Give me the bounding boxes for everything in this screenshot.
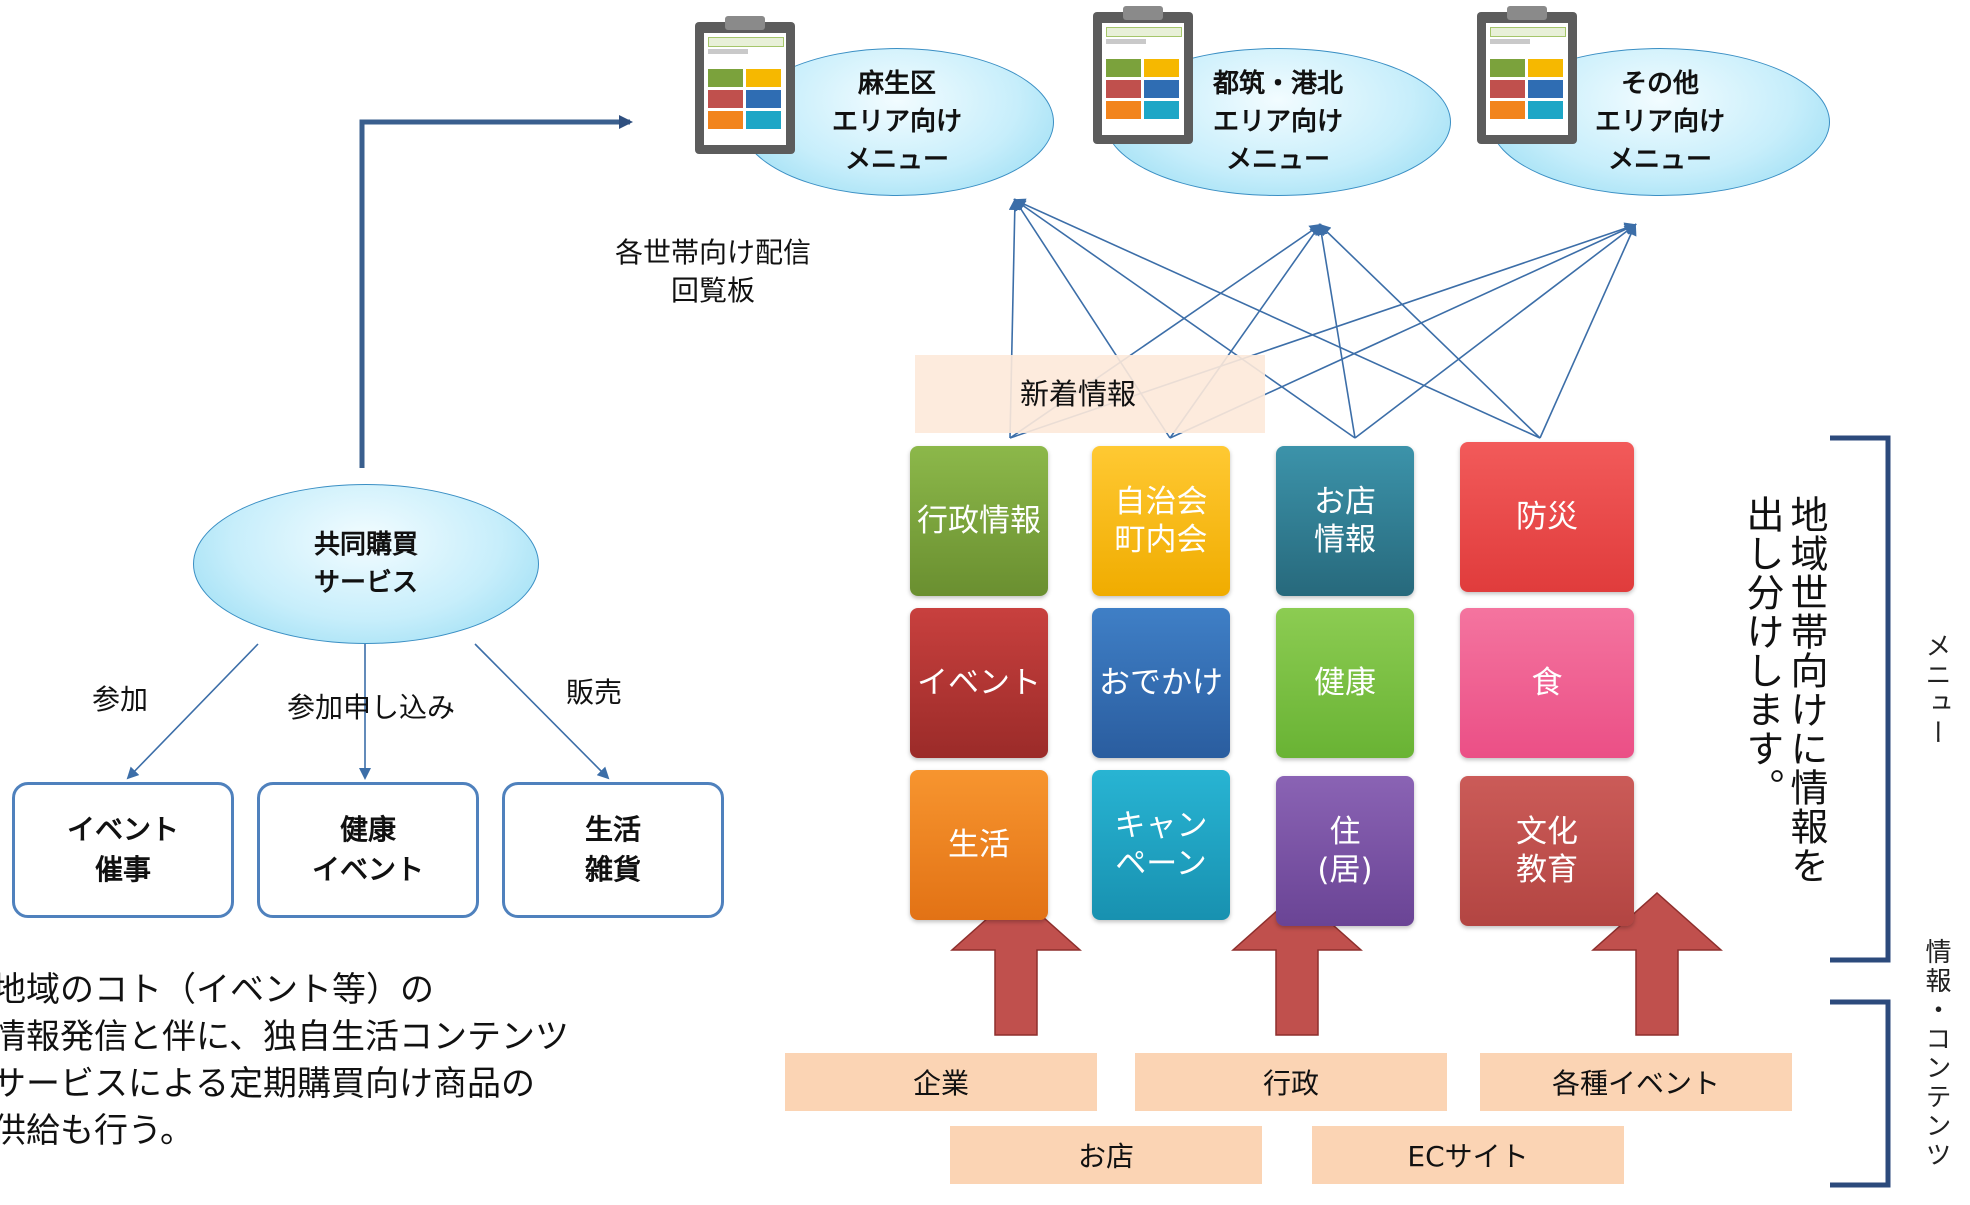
menu-tile-food: 食: [1460, 608, 1634, 758]
source-ec-site: ECサイト: [1312, 1126, 1624, 1184]
menu-tile-kenko: 健康: [1276, 608, 1414, 758]
branch-label-sell: 販売: [566, 676, 623, 709]
outcome-label: 健康 イベント: [311, 813, 424, 886]
source-events: 各種イベント: [1480, 1053, 1792, 1111]
outcome-label: 生活 雑貨: [584, 813, 641, 886]
menu-tile-shop-info: お店 情報: [1276, 446, 1414, 596]
up-arrows: [950, 891, 1723, 1036]
menu-tile-event: イベント: [910, 608, 1048, 758]
new-info-label: 新着情報: [1020, 377, 1137, 411]
branch-arrows: [126, 643, 610, 780]
bracket-label-info: 情報・コンテンツ: [1921, 938, 1951, 1170]
area-menu-label: その他 エリア向け メニュー: [1594, 69, 1725, 175]
menu-tile-label: 生活: [948, 827, 1010, 863]
menu-tile-label: 文化 教育: [1516, 814, 1578, 888]
side-caption: 地域世帯向けに情報を 出し分けします。: [1740, 495, 1828, 885]
clipboard-icon: [1477, 6, 1577, 144]
menu-tile-seikatsu: 生活: [910, 770, 1048, 920]
outcome-event: イベント 催事: [12, 782, 234, 918]
source-label: お店: [1077, 1140, 1134, 1173]
right-brackets: [1830, 435, 1891, 1188]
area-menu-label: 麻生区 エリア向け メニュー: [831, 69, 962, 175]
menu-tile-label: キャン ペーン: [1114, 808, 1208, 882]
source-label: ECサイト: [1407, 1140, 1529, 1173]
menu-tile-label: 防災: [1516, 499, 1578, 535]
menu-tile-label: おでかけ: [1099, 665, 1223, 701]
broadcast-label: 各世帯向け配信 回覧板: [614, 236, 811, 307]
menu-tile-label: イベント: [917, 665, 1041, 701]
menu-tile-label: 住 (居): [1317, 814, 1373, 888]
menu-tile-culture: 文化 教育: [1460, 776, 1634, 926]
source-label: 各種イベント: [1551, 1067, 1720, 1100]
menu-tile-housing: 住 (居): [1276, 776, 1414, 926]
outcome-health-event: 健康 イベント: [257, 782, 479, 918]
clipboard-icon: [695, 16, 795, 154]
outcome-daily-goods: 生活 雑貨: [502, 782, 724, 918]
area-menu-label: 都筑・港北 エリア向け メニュー: [1212, 69, 1343, 175]
joint-purchase-label: 共同購買 サービス: [313, 530, 418, 598]
menu-tile-label: 自治会 町内会: [1114, 484, 1208, 558]
menu-tile-label: 行政情報: [917, 503, 1041, 539]
source-government: 行政: [1135, 1053, 1447, 1111]
menu-tile-campaign: キャン ペーン: [1092, 770, 1230, 920]
clipboard-icon: [1093, 6, 1193, 144]
source-company: 企業: [785, 1053, 1097, 1111]
menu-tile-label: 健康: [1314, 665, 1376, 701]
joint-purchase-service: 共同購買 サービス: [193, 484, 539, 644]
branch-label-join: 参加: [92, 683, 149, 716]
source-label: 行政: [1262, 1067, 1319, 1100]
menu-tile-jichikai: 自治会 町内会: [1092, 446, 1230, 596]
source-shops: お店: [950, 1126, 1262, 1184]
outcome-label: イベント 催事: [66, 813, 179, 886]
source-label: 企業: [912, 1067, 969, 1100]
flow-arrow-to-areas: [359, 115, 633, 468]
menu-tile-bosai: 防災: [1460, 442, 1634, 592]
bracket-label-menu: メニュー: [1921, 632, 1951, 748]
menu-tile-label: 食: [1531, 665, 1563, 701]
menu-tile-gyosei: 行政情報: [910, 446, 1048, 596]
menu-tile-label: お店 情報: [1314, 484, 1376, 558]
menu-tile-odekake: おでかけ: [1092, 608, 1230, 758]
description-text: 地域のコト（イベント等）の 情報発信と伴に、独自生活コンテンツ サービスによる定…: [0, 970, 569, 1151]
branch-label-apply: 参加申し込み: [287, 691, 456, 724]
up-arrow: [1591, 891, 1723, 1036]
new-info-band: [915, 355, 1265, 433]
